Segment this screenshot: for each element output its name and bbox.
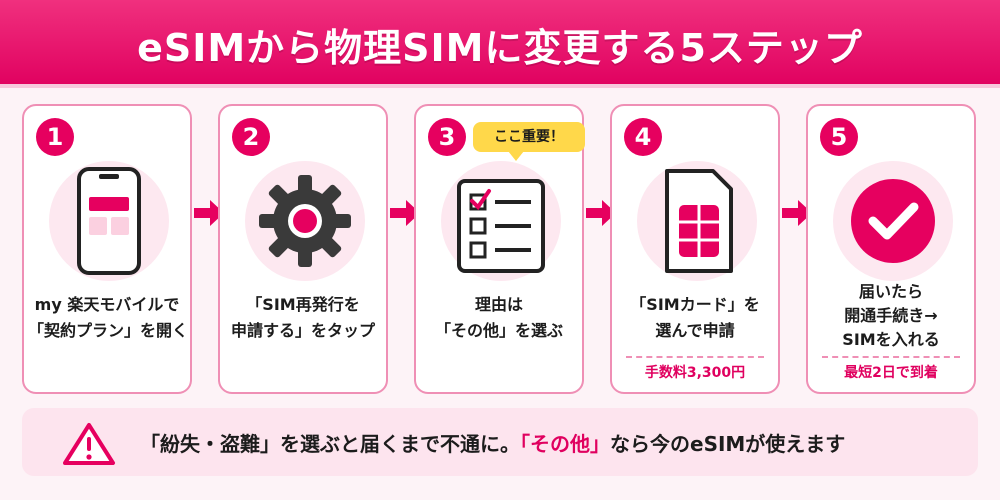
warning-text: 「紛失・盗難」を選ぶと届くまで不通に。「その他」なら今のeSIMが使えます (140, 428, 990, 457)
step-caption-line: 「SIM再発行を (246, 295, 360, 314)
step-caption-line: 届いたら (858, 282, 923, 301)
checklist-icon (457, 179, 545, 273)
delivery-note: 最短2日で到着 (844, 365, 938, 381)
important-bubble: ここ重要！ (473, 122, 585, 152)
step-card-5: 5 届いたら 開通手続き→ SIMを入れる 最短2日で到着 (806, 104, 976, 394)
step-number-5: 5 (820, 118, 858, 156)
step-caption-line: 「その他」を選ぶ (434, 321, 563, 340)
fee-note: 手数料3,300円 (644, 365, 746, 381)
step-card-1: 1 my 楽天モバイルで 「契約プラン」を開く (22, 104, 192, 394)
warning-icon (63, 423, 115, 465)
step-caption-3: 理由は 「その他」を選ぶ (420, 292, 578, 344)
page-title: eSIMから物理SIMに変更する5ステップ (137, 25, 863, 70)
step-caption-2: 「SIM再発行を 申請する」をタップ (224, 292, 382, 344)
divider (626, 356, 764, 358)
step-number-2: 2 (232, 118, 270, 156)
step-card-4: 4 「SIMカード」を 選んで申請 手数料3,300円 (610, 104, 780, 394)
title-banner: eSIMから物理SIMに変更する5ステップ (0, 0, 1000, 94)
warning-highlight: 「その他」 (520, 432, 610, 456)
warning-box: 「紛失・盗難」を選ぶと届くまで不通に。「その他」なら今のeSIMが使えます (22, 408, 978, 476)
step-caption-line: SIMを入れる (842, 330, 940, 349)
arrow-right-icon (586, 200, 616, 226)
smartphone-icon (77, 167, 141, 275)
step-caption-5: 届いたら 開通手続き→ SIMを入れる (812, 280, 970, 352)
step-number-3: 3 (428, 118, 466, 156)
step-caption-line: 開通手続き→ (844, 306, 938, 325)
check-circle-icon (851, 179, 935, 263)
gear-icon (259, 175, 351, 267)
arrow-right-icon (390, 200, 420, 226)
step-caption-line: 理由は (474, 295, 523, 314)
step-card-2: 2 「SIM再発行を 申請する」をタップ (218, 104, 388, 394)
divider (822, 356, 960, 358)
step-caption-line: 選んで申請 (655, 321, 735, 340)
arrow-right-icon (194, 200, 224, 226)
sim-card-icon (665, 169, 733, 273)
step-caption-line: 「SIMカード」を (630, 295, 760, 314)
step-caption-line: 「契約プラン」を開く (28, 321, 189, 340)
bubble-tail (508, 151, 524, 161)
step-caption-line: my 楽天モバイルで (34, 295, 180, 314)
warning-part-3: なら今のeSIMが使えます (610, 432, 846, 456)
step-number-4: 4 (624, 118, 662, 156)
step-number-1: 1 (36, 118, 74, 156)
warning-part-1: 「紛失・盗難」を選ぶと届くまで不通に。 (140, 432, 520, 456)
step-card-3: 3 理由は 「その他」を選ぶ (414, 104, 584, 394)
step-caption-4: 「SIMカード」を 選んで申請 (616, 292, 774, 344)
arrow-right-icon (782, 200, 812, 226)
step-caption-1: my 楽天モバイルで 「契約プラン」を開く (28, 292, 189, 344)
step-caption-line: 申請する」をタップ (230, 321, 375, 340)
